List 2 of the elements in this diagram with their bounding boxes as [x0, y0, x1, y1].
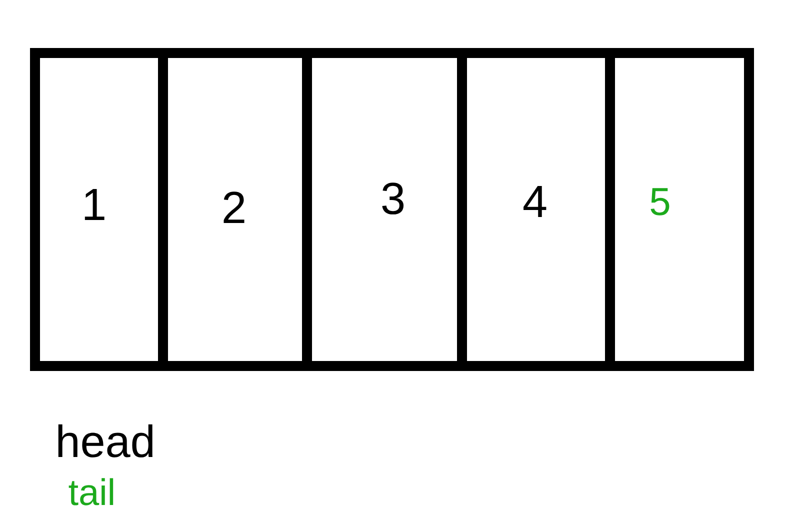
text-label: tail	[68, 478, 114, 506]
text-label: head	[58, 424, 152, 458]
